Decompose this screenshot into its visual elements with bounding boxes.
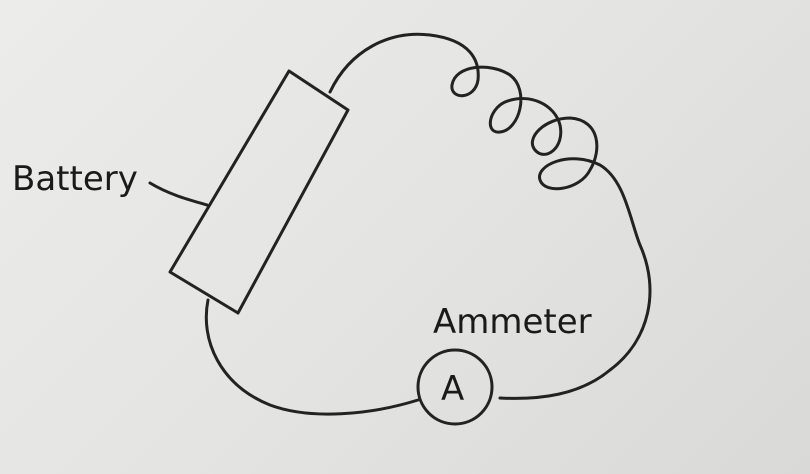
ammeter-label: Ammeter	[433, 302, 592, 342]
wire-coil	[328, 32, 652, 400]
battery-leader-line	[148, 181, 209, 207]
battery-label: Battery	[12, 159, 138, 199]
ammeter	[416, 348, 494, 426]
battery	[168, 69, 350, 315]
wire-bottom	[204, 298, 420, 416]
ammeter-symbol: A	[441, 369, 464, 409]
